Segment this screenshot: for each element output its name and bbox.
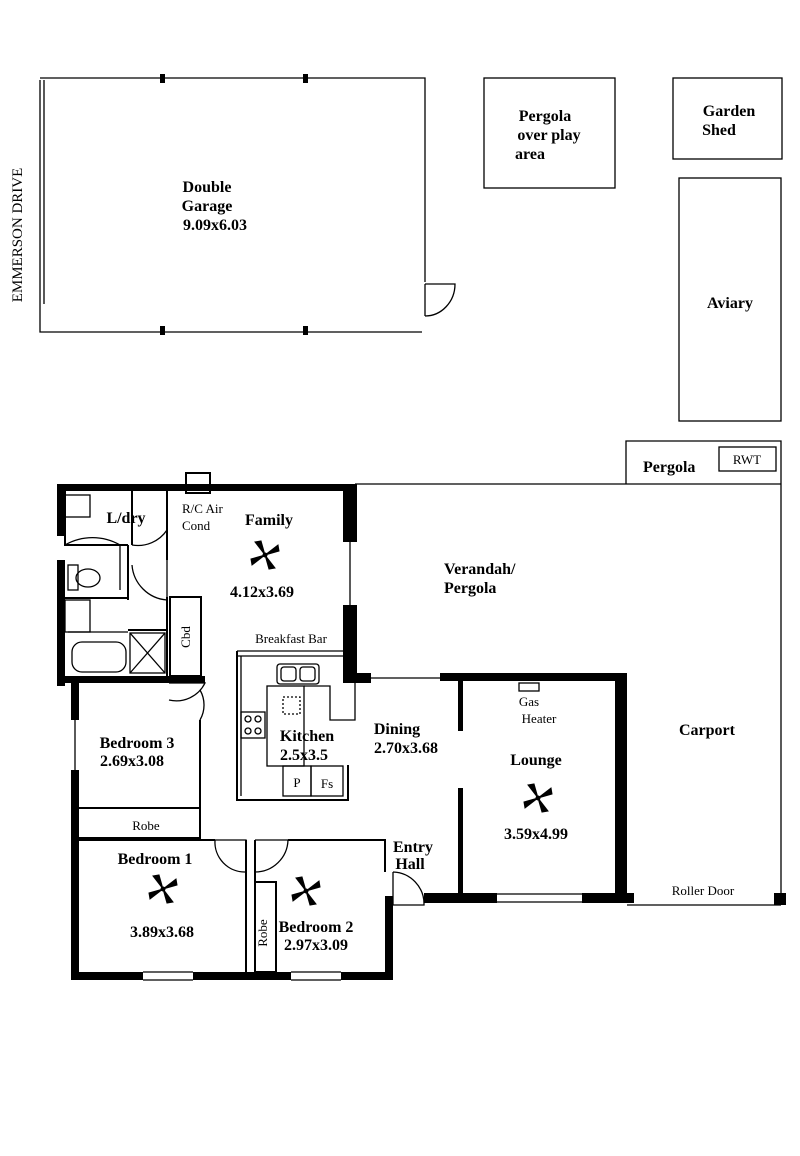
interior-walls xyxy=(64,491,386,973)
garden-shed xyxy=(672,77,783,160)
rainwater-tank xyxy=(718,446,777,472)
pergola-play-area xyxy=(483,77,616,189)
bedroom2-name: Bedroom 2 xyxy=(279,919,354,936)
robe-top-label: Robe xyxy=(132,818,160,833)
kitchen-size: 2.5x3.5 xyxy=(280,747,328,764)
windows xyxy=(143,892,582,982)
house-walls xyxy=(57,484,634,980)
verandah-carport-outline xyxy=(355,483,786,906)
aircond-line1: R/C Air xyxy=(182,501,223,516)
garage-name-line1: Double xyxy=(183,179,232,196)
pergola-play-line1: Pergola xyxy=(519,108,571,125)
cbd-label: Cbd xyxy=(178,626,193,648)
street-label: EMMERSON DRIVE xyxy=(10,168,26,303)
verandah-line2: Pergola xyxy=(444,580,496,597)
pergola-label: Pergola xyxy=(643,459,695,476)
shed-line2: Shed xyxy=(702,122,736,139)
bedroom1-size: 3.89x3.68 xyxy=(130,924,194,941)
lounge-size: 3.59x4.99 xyxy=(504,826,568,843)
fridge-label: Fs xyxy=(321,776,333,791)
pantry-label: P xyxy=(293,775,300,790)
double-garage xyxy=(39,74,456,335)
garage-name-line2: Garage xyxy=(182,198,233,215)
dining-size: 2.70x3.68 xyxy=(374,740,438,757)
aviary-label: Aviary xyxy=(707,295,753,312)
lounge-name: Lounge xyxy=(510,752,562,769)
bedroom2-size: 2.97x3.09 xyxy=(284,937,348,954)
entry-hall-line2: Hall xyxy=(395,856,425,873)
fan-icon-bedroom1 xyxy=(148,874,178,904)
garage-size: 9.09x6.03 xyxy=(183,217,247,234)
carport-label: Carport xyxy=(679,722,736,739)
shed-line1: Garden xyxy=(703,103,756,120)
fan-icon-bedroom2 xyxy=(291,876,321,906)
gas-heater-line1: Gas xyxy=(519,694,539,709)
aviary xyxy=(678,177,782,422)
robe-side-label: Robe xyxy=(255,919,270,947)
family-name: Family xyxy=(245,512,293,529)
laundry-label: L/dry xyxy=(106,510,145,527)
bedroom1-name: Bedroom 1 xyxy=(118,851,193,868)
dining-name: Dining xyxy=(374,721,420,738)
gas-heater-line2: Heater xyxy=(522,711,557,726)
pergola-play-line2: over play xyxy=(517,127,580,144)
aircond-line2: Cond xyxy=(182,518,211,533)
breakfast-bar-label: Breakfast Bar xyxy=(255,631,328,646)
roller-door-label: Roller Door xyxy=(672,883,735,898)
rwt-label: RWT xyxy=(733,452,761,467)
fan-icon-lounge xyxy=(523,783,553,813)
kitchen-name: Kitchen xyxy=(280,728,334,745)
entry-hall-line1: Entry xyxy=(393,839,433,856)
pergola-play-line3: area xyxy=(515,146,545,163)
bedroom3-size: 2.69x3.08 xyxy=(100,753,164,770)
pergola-strip xyxy=(625,440,782,484)
bedroom3-name: Bedroom 3 xyxy=(100,735,175,752)
family-size: 4.12x3.69 xyxy=(230,584,294,601)
verandah-line1: Verandah/ xyxy=(444,561,516,578)
fan-icon-family xyxy=(250,540,280,570)
doors xyxy=(61,472,540,906)
